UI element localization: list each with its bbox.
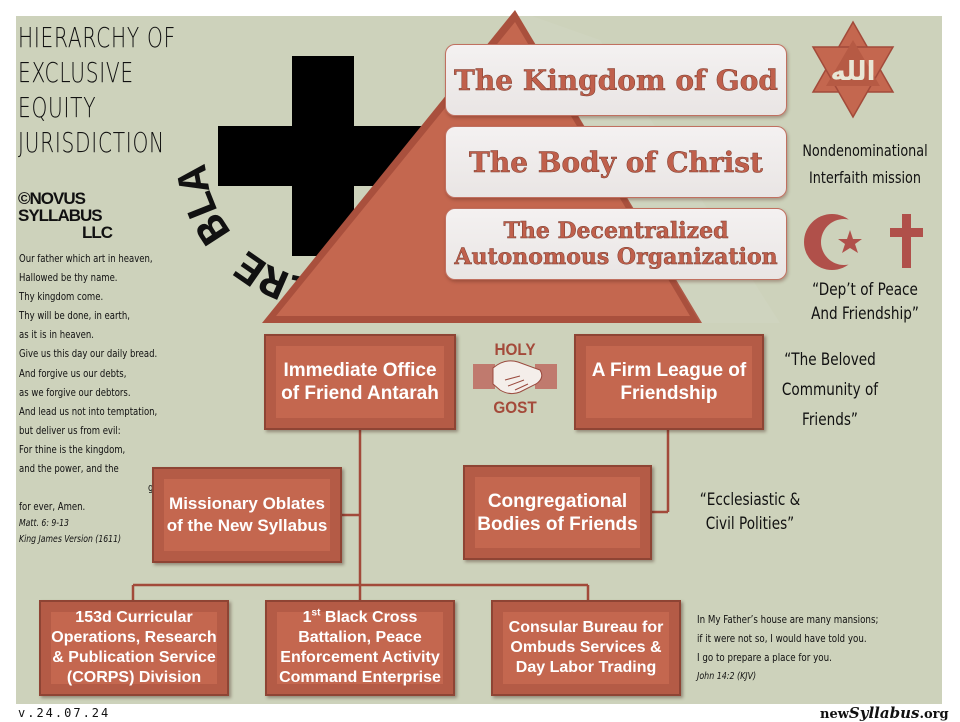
- org-box-immediate-office: Immediate Office of Friend Antarah: [264, 334, 456, 430]
- tier-label: The Kingdom of God: [454, 63, 778, 97]
- box-line: Consular Bureau for: [508, 619, 664, 636]
- note-line: “Ecclesiastic &: [699, 490, 801, 510]
- box-line: Congregational: [487, 490, 628, 512]
- prayer-line: as we forgive our debtors.: [19, 385, 131, 399]
- prayer-line: For thine is the kingdom,: [19, 442, 126, 456]
- prayer-line: but deliver us from evil:: [19, 423, 121, 437]
- box-line: of the New Syllabus: [166, 516, 328, 535]
- prayer-line: Give us this day our daily bread.: [19, 347, 158, 361]
- prayer-line: Hallowed be thy name.: [19, 271, 118, 285]
- org-box-missionary-oblates: Missionary Oblates of the New Syllabus: [152, 467, 342, 563]
- site-prefix: new: [820, 707, 849, 722]
- verse-line: In My Father’s house are many mansions;: [697, 613, 879, 626]
- site-brand: Syllabus: [848, 704, 920, 722]
- org-box-consular-bureau: Consular Bureau for Ombuds Services & Da…: [491, 600, 681, 696]
- box-line: Day Labor Trading: [515, 659, 657, 676]
- box-line: Command Enterprise: [279, 669, 441, 686]
- prayer-line: And lead us not into temptation,: [19, 404, 158, 418]
- prayer-line: and the power, and the: [19, 462, 119, 476]
- prayer-line: And forgive us our debts,: [19, 366, 127, 380]
- title-line: EXCLUSIVE: [18, 56, 134, 89]
- box-line: Operations, Research: [51, 629, 217, 646]
- copyright-line: SYLLABUS: [18, 206, 103, 225]
- note-line: Friends”: [802, 410, 858, 430]
- box-line: 153d Curricular: [75, 609, 193, 626]
- note-line: “The Beloved: [784, 350, 876, 370]
- prayer-citation: King James Version (1611): [19, 534, 122, 546]
- tier-body-of-christ: The Body of Christ: [445, 126, 787, 198]
- note-beloved-community: “The Beloved Community of Friends”: [766, 345, 894, 435]
- copyright-notice: ©NOVUS SYLLABUS LLC: [18, 189, 113, 242]
- svg-text:الله: الله: [830, 57, 875, 87]
- ordinal-number: 1: [302, 609, 312, 626]
- verse-line: if it were not so, I would have told you…: [697, 632, 867, 645]
- title-line: HIERARCHY OF: [18, 21, 176, 54]
- prayer-citation: Matt. 6: 9-13: [19, 518, 69, 530]
- handshake-icon: [473, 360, 557, 395]
- box-line: Battalion, Peace: [298, 629, 422, 646]
- star-allah-icon: الله: [811, 20, 895, 119]
- latin-cross-icon: [890, 214, 923, 268]
- note-peace-friendship: “Dep’t of Peace And Friendship”: [789, 278, 941, 326]
- prayer-line: Thy will be done, in earth,: [19, 309, 130, 323]
- note-line: Civil Polities”: [705, 514, 795, 534]
- note-line: Interfaith mission: [808, 168, 921, 187]
- box-line: Missionary Oblates: [169, 494, 325, 513]
- prayer-line: as it is in heaven.: [19, 328, 94, 342]
- verse-line: I go to prepare a place for you.: [697, 651, 832, 664]
- box-line: Immediate Office: [283, 360, 437, 381]
- prayer-line: glory,: [19, 478, 172, 497]
- prayer-line: Our father which art in heaven,: [19, 252, 153, 265]
- site-link[interactable]: newSyllabus.org: [820, 704, 949, 722]
- box-line: Friendship: [620, 383, 718, 404]
- ordinal-suffix: st: [311, 607, 321, 619]
- version-label: v.24.07.24: [18, 706, 111, 720]
- title-line: JURISDICTION: [18, 126, 165, 159]
- tier-label: Autonomous Organization: [454, 244, 778, 271]
- note-line: “Dep’t of Peace: [812, 280, 918, 300]
- org-box-corps-division: 153d Curricular Operations, Research & P…: [39, 600, 229, 696]
- org-box-black-cross-battalion: 1st Black Cross Battalion, Peace Enforce…: [265, 600, 455, 696]
- tier-kingdom-of-god: The Kingdom of God: [445, 44, 787, 116]
- note-interfaith: Nondenominational Interfaith mission: [789, 137, 941, 191]
- box-line: (CORPS) Division: [66, 669, 202, 686]
- tier-dao: The Decentralized Autonomous Organizatio…: [445, 208, 787, 280]
- box-line: Enforcement Activity: [280, 649, 440, 666]
- org-box-firm-league: A Firm League of Friendship: [574, 334, 764, 430]
- page-title: HIERARCHY OF EXCLUSIVE EQUITY JURISDICTI…: [18, 20, 176, 160]
- tier-label: The Decentralized: [503, 218, 729, 245]
- connector-lines: [131, 430, 670, 600]
- box-line: of Friend Antarah: [281, 383, 439, 404]
- john-verse: In My Father’s house are many mansions; …: [697, 610, 878, 686]
- crescent-star-icon: [804, 214, 867, 270]
- prayer-line: Thy kingdom come.: [19, 290, 104, 304]
- note-line: Community of: [781, 380, 879, 400]
- org-box-congregational-bodies: Congregational Bodies of Friends: [463, 465, 652, 560]
- box-line: Ombuds Services &: [510, 639, 662, 656]
- lords-prayer: Our father which art in heaven, Hallowed…: [19, 249, 172, 548]
- box-line: 1st Black Cross: [279, 608, 441, 628]
- copyright-line: LLC: [82, 223, 113, 242]
- verse-citation: John 14:2 (KJV): [697, 671, 757, 682]
- prayer-line: for ever, Amen.: [19, 500, 86, 514]
- note-line: And Friendship”: [811, 304, 919, 324]
- box-line: A Firm League of: [591, 360, 747, 381]
- site-suffix: .org: [919, 707, 949, 722]
- note-polities: “Ecclesiastic & Civil Polities”: [670, 488, 830, 536]
- tier-label: The Body of Christ: [469, 145, 763, 179]
- box-line-rest: Black Cross: [320, 609, 418, 626]
- copyright-line: ©NOVUS: [18, 189, 86, 208]
- holy-label: HOLY: [494, 340, 536, 359]
- box-line: Bodies of Friends: [477, 513, 638, 535]
- title-line: EQUITY: [18, 91, 97, 124]
- box-line: & Publication Service: [52, 649, 216, 666]
- note-line: Nondenominational: [802, 141, 928, 160]
- gost-label: GOST: [493, 398, 537, 417]
